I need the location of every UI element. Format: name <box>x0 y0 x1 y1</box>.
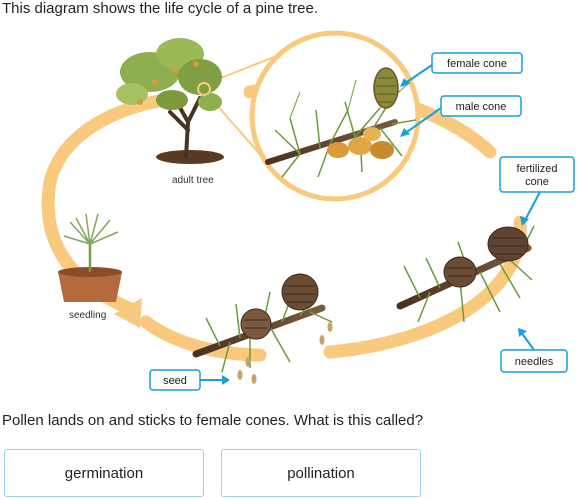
fertilized-branch-image <box>396 225 535 323</box>
needles-label: needles <box>515 356 554 368</box>
seed-branch-image <box>192 273 333 384</box>
answer-choice-germination[interactable]: germination <box>4 449 204 497</box>
female-cone-label: female cone <box>447 58 507 70</box>
intro-text: This diagram shows the life cycle of a p… <box>2 0 318 17</box>
adult-tree-image <box>116 38 224 164</box>
zoom-circle <box>249 30 421 202</box>
life-cycle-diagram: adult tree seedling <box>41 30 575 391</box>
callout-seed: seed <box>149 369 230 391</box>
seedling-label: seedling <box>69 310 106 321</box>
question-text: Pollen lands on and sticks to female con… <box>2 412 424 429</box>
male-cone-label: male cone <box>456 101 507 113</box>
callout-female-cone: female cone <box>400 52 523 87</box>
seed-label: seed <box>163 375 187 387</box>
cycle-arrowhead <box>114 298 142 328</box>
fertilized-cone-label-line2: cone <box>525 176 549 188</box>
callout-male-cone: male cone <box>400 95 522 137</box>
callout-needles: needles <box>500 328 568 373</box>
answer-choice-pollination[interactable]: pollination <box>221 449 421 497</box>
callout-fertilized-cone: fertilized cone <box>499 156 575 226</box>
adult-tree-label: adult tree <box>172 175 214 186</box>
seedling-image <box>58 213 122 302</box>
zoomed-branch-image <box>265 67 417 178</box>
fertilized-cone-label-line1: fertilized <box>517 163 558 175</box>
